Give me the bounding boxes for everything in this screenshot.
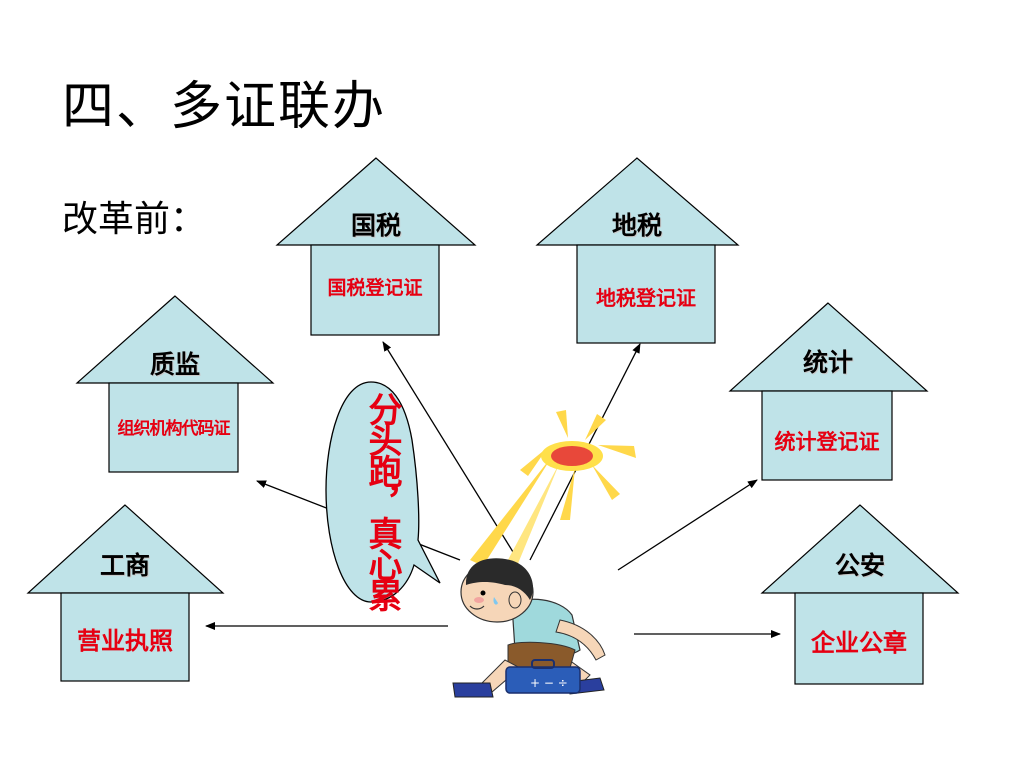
- house-body: [108, 382, 239, 473]
- slide-title: 四、多证联办: [62, 77, 387, 137]
- house-body: [310, 244, 440, 336]
- house-body: [794, 592, 924, 685]
- house-zhijian-roof-label: 质监: [149, 350, 200, 379]
- running-boy-with-briefcase-icon: + − ÷: [452, 558, 606, 698]
- house-guoshui-body-label: 国税登记证: [327, 277, 423, 299]
- house-tongji-body-label: 统计登记证: [774, 430, 880, 454]
- house-dishui-body-label: 地税登记证: [596, 286, 696, 310]
- house-body: [761, 390, 893, 481]
- speech-bubble-text: 分头跑，真心累: [362, 392, 402, 609]
- slide-subtitle: 改革前：: [62, 199, 207, 240]
- house-dishui-roof-label: 地税: [611, 211, 662, 240]
- arrow-to-guoshui: [382, 341, 519, 561]
- house-body: [576, 244, 716, 344]
- house-gongshang-roof-label: 工商: [99, 551, 150, 580]
- speech-bubble: [325, 381, 441, 603]
- house-gongan: [760, 504, 960, 685]
- house-tongji: [728, 302, 929, 481]
- house-guoshui: [275, 157, 477, 336]
- house-tongji-roof-label: 统计: [802, 348, 853, 377]
- house-gongshang: [26, 504, 225, 682]
- house-dishui: [535, 157, 740, 344]
- house-gongan-body-label: 企业公章: [811, 629, 907, 657]
- house-body: [60, 592, 190, 682]
- house-gongshang-body-label: 营业执照: [77, 627, 173, 655]
- arrow-to-tongji: [617, 479, 758, 571]
- house-zhijian-body-label: 组织机构代码证: [117, 419, 231, 439]
- svg-text:+ − ÷: + − ÷: [530, 676, 568, 690]
- house-zhijian: [75, 295, 275, 473]
- house-gongan-roof-label: 公安: [834, 551, 885, 580]
- house-guoshui-roof-label: 国税: [350, 211, 401, 240]
- sun-icon: [470, 410, 636, 578]
